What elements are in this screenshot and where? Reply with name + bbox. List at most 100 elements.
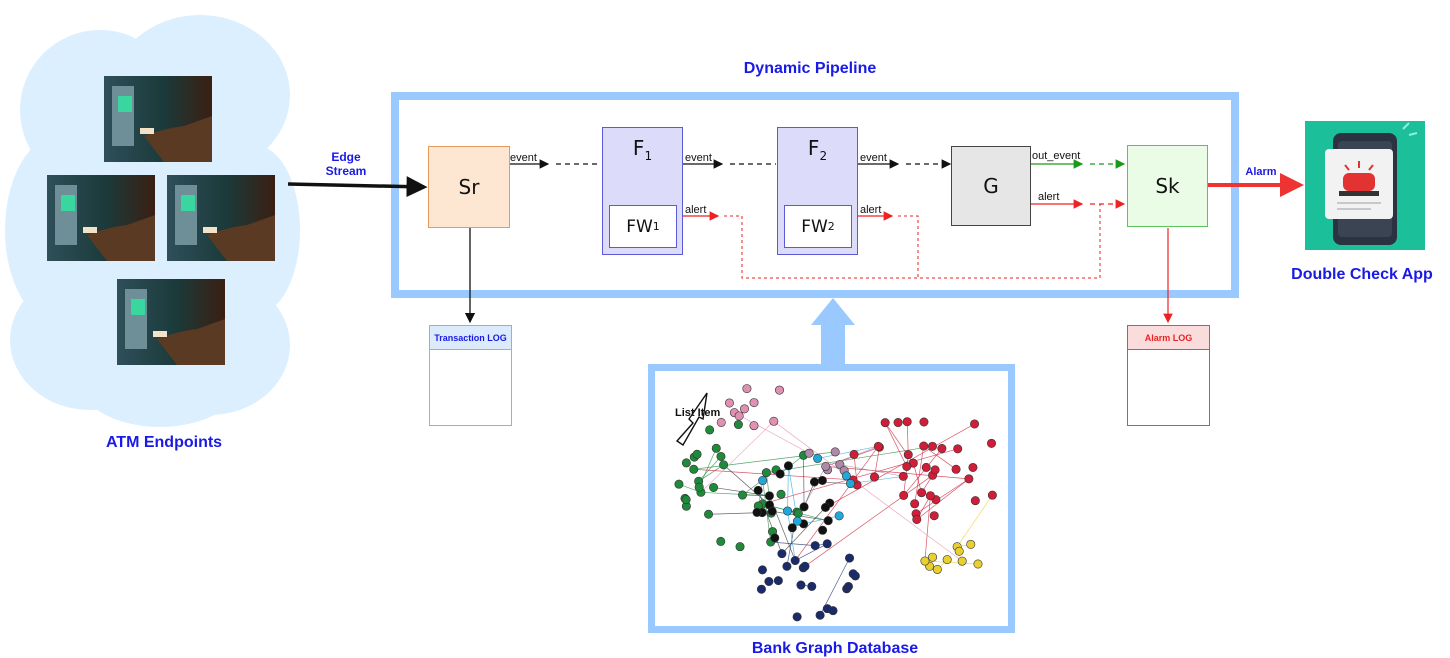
graph-node: [724, 398, 734, 408]
graph-node: [804, 448, 814, 458]
graph-node: [810, 541, 820, 551]
label-event-2: event: [685, 152, 712, 164]
graph-edge: [700, 421, 775, 493]
graph-node: [902, 461, 912, 471]
alarm-log-title: Alarm LOG: [1128, 326, 1209, 350]
node-sk-label: Sk: [1155, 174, 1180, 198]
graph-node: [719, 460, 729, 470]
graph-node: [753, 485, 763, 495]
graph-node: [752, 507, 762, 517]
graph-node: [749, 398, 759, 408]
graph-node: [928, 552, 938, 562]
graph-node: [782, 561, 792, 571]
graph-node: [898, 471, 908, 481]
graph-edges: [678, 408, 993, 616]
graph-overlay-text: List Item: [675, 407, 721, 419]
graph-edge: [787, 465, 789, 512]
graph-node: [873, 441, 883, 451]
graph-node: [733, 420, 743, 430]
graph-edge: [817, 445, 879, 459]
graph-node: [764, 491, 774, 501]
graph-node: [800, 561, 810, 571]
graph-edge: [804, 474, 933, 567]
graph-edge: [769, 495, 796, 561]
graph-node: [738, 490, 748, 500]
graph-edge: [825, 466, 969, 480]
graph-node: [970, 496, 980, 506]
graph-node: [818, 525, 828, 535]
transaction-log: Transaction LOG: [429, 325, 512, 426]
graph-node: [987, 490, 997, 500]
node-sr: Sr: [428, 146, 510, 228]
graph-node: [764, 576, 774, 586]
graph-node: [793, 508, 803, 518]
graph-node: [792, 516, 802, 526]
graph-node: [734, 411, 744, 421]
graph-edge: [803, 455, 805, 507]
graph-edge: [903, 448, 943, 496]
graph-node: [709, 482, 719, 492]
graph-node: [845, 553, 855, 563]
graph-edge: [874, 447, 880, 478]
graph-edge: [884, 422, 908, 467]
graph-node: [925, 491, 935, 501]
graph-node: [921, 462, 931, 472]
graph-node: [930, 465, 940, 475]
graph-node: [927, 441, 937, 451]
graph-node: [783, 461, 793, 471]
graph-node: [796, 580, 806, 590]
graph-node: [920, 556, 930, 566]
graph-edge: [723, 464, 770, 506]
graph-node: [929, 511, 939, 521]
transaction-log-title: Transaction LOG: [430, 326, 511, 350]
atm-photo: [167, 175, 275, 261]
graph-node: [681, 495, 691, 505]
graph-node: [849, 449, 859, 459]
graph-node: [756, 584, 766, 594]
graph-node: [689, 464, 699, 474]
graph-node: [821, 461, 831, 471]
graph-edge: [825, 423, 975, 508]
graph-node: [987, 438, 997, 448]
graph-edge: [924, 560, 979, 565]
graph-node: [735, 542, 745, 552]
node-sk: Sk: [1127, 145, 1208, 227]
graph-node: [809, 477, 819, 487]
graph-node: [716, 536, 726, 546]
graph-node: [841, 471, 851, 481]
bank-graph-database-label: Bank Graph Database: [751, 640, 919, 657]
graph-edge: [787, 510, 796, 561]
graph-node: [758, 476, 768, 486]
label-event-3: event: [860, 152, 887, 164]
arrow-cursor-icon: [675, 392, 708, 446]
graph-edge: [803, 515, 840, 525]
graph-node: [815, 610, 825, 620]
graph-node: [848, 569, 858, 579]
graph-node: [932, 564, 942, 574]
graph-node: [767, 506, 777, 516]
node-g: G: [951, 146, 1031, 226]
atm-photo: [104, 76, 212, 162]
edge-stream-line2: Stream: [325, 164, 367, 178]
graph-node: [820, 502, 830, 512]
graph-node: [757, 565, 767, 575]
phone-alarm-icon: [1305, 121, 1425, 250]
graph-edge: [916, 478, 970, 520]
graph-node: [807, 581, 817, 591]
graph-node: [787, 523, 797, 533]
label-alert-g: alert: [1038, 191, 1059, 203]
atm-photo: [47, 175, 155, 261]
graph-node: [912, 514, 922, 524]
pipeline-frame: [391, 92, 1239, 298]
graph-node: [951, 464, 961, 474]
label-alert-fw2: alert: [860, 204, 881, 216]
graph-edge: [773, 421, 963, 562]
graph-edge: [912, 463, 922, 493]
graph-node: [903, 450, 913, 460]
node-sr-label: Sr: [458, 175, 480, 199]
graph-node: [749, 421, 759, 431]
graph-edge: [923, 445, 957, 470]
graph-node: [770, 533, 780, 543]
